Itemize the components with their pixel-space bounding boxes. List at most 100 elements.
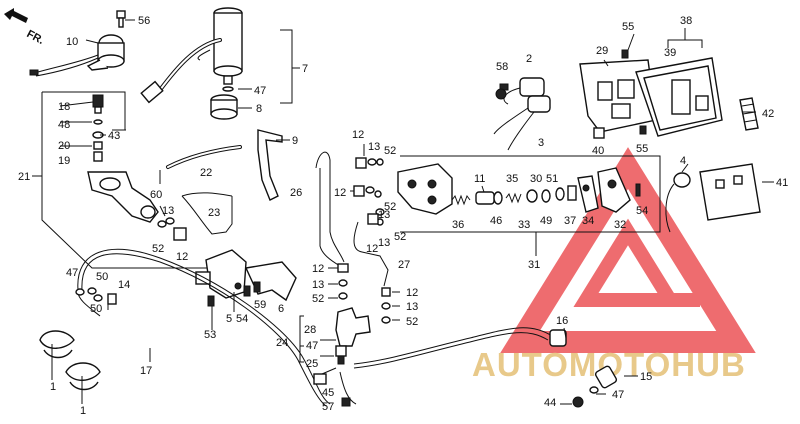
part-50-washer-b — [93, 294, 103, 302]
label-50: 50 — [90, 303, 102, 315]
watermark-logo — [500, 147, 756, 353]
label-15: 15 — [640, 371, 652, 383]
bracket-21 — [41, 92, 222, 269]
part-57-nut — [341, 397, 351, 407]
part-20-piston — [93, 141, 103, 150]
part-16-banjo — [549, 329, 567, 347]
label-52: 52 — [152, 243, 164, 255]
fittings-12-13-52-lower — [337, 263, 391, 324]
label-21: 21 — [18, 171, 30, 183]
label-26: 26 — [290, 187, 302, 199]
label-47: 47 — [254, 85, 266, 97]
label-52: 52 — [312, 293, 324, 305]
label-50: 50 — [96, 271, 108, 283]
label-35: 35 — [506, 173, 518, 185]
part-16-hose — [353, 327, 553, 365]
label-58: 58 — [496, 61, 508, 73]
part-10-relay — [29, 34, 125, 77]
part-4-switch — [665, 172, 691, 233]
part-42-switch-cover — [739, 97, 759, 131]
label-49: 49 — [540, 215, 552, 227]
label-60: 60 — [150, 189, 162, 201]
label-40: 40 — [592, 145, 604, 157]
label-28: 28 — [304, 324, 316, 336]
label-13: 13 — [406, 301, 418, 313]
label-7: 7 — [302, 63, 308, 75]
part-47-oring — [222, 86, 234, 92]
label-46: 46 — [490, 215, 502, 227]
label-47: 47 — [612, 389, 624, 401]
label-59: 59 — [254, 299, 266, 311]
part-3-switch — [493, 95, 551, 151]
label-36: 36 — [452, 219, 464, 231]
part-13-washer-left — [157, 217, 175, 228]
part-47-washer-lower — [589, 386, 599, 394]
label-48: 48 — [58, 119, 70, 131]
part-37-pin — [567, 185, 577, 201]
label-1: 1 — [80, 405, 86, 417]
label-55: 55 — [636, 143, 648, 155]
part-12-bolt-left — [173, 227, 187, 241]
label-39: 39 — [664, 47, 676, 59]
label-38: 38 — [680, 15, 692, 27]
part-33-spring — [505, 192, 522, 204]
part-56-bolt — [116, 10, 126, 28]
label-14: 14 — [118, 279, 130, 291]
label-43: 43 — [108, 130, 120, 142]
label-56: 56 — [138, 15, 150, 27]
bracket-7 — [280, 29, 293, 104]
part-53-screw — [207, 295, 215, 307]
label-20: 20 — [58, 140, 70, 152]
part-58-nut — [495, 88, 507, 100]
label-4: 4 — [680, 155, 686, 167]
front-arrow-icon: FR. — [4, 8, 46, 47]
part-27-pipe — [353, 221, 389, 287]
part-35-piston — [475, 191, 495, 205]
part-30-seal — [526, 189, 538, 203]
part-18-switch — [92, 94, 104, 114]
part-24-joint — [335, 307, 371, 365]
label-52: 52 — [384, 145, 396, 157]
part-36-spring — [451, 194, 471, 206]
label-5: 5 — [226, 313, 232, 325]
label-52: 52 — [394, 231, 406, 243]
label-12: 12 — [312, 263, 324, 275]
label-8: 8 — [256, 103, 262, 115]
svg-text:FR.: FR. — [25, 28, 46, 47]
label-42: 42 — [762, 108, 774, 120]
label-12: 12 — [334, 187, 346, 199]
label-55: 55 — [622, 21, 634, 33]
part-8-cap — [210, 94, 238, 120]
part-50-washer-a — [87, 287, 97, 295]
label-57: 57 — [322, 401, 334, 413]
label-22: 22 — [200, 167, 212, 179]
label-6: 6 — [278, 303, 284, 315]
part-48-washer — [93, 119, 103, 125]
part-46-seal — [493, 191, 503, 205]
label-47: 47 — [66, 267, 78, 279]
label-16: 16 — [556, 315, 568, 327]
label-13: 13 — [312, 279, 324, 291]
label-11: 11 — [474, 173, 485, 185]
label-13: 13 — [378, 237, 390, 249]
part-41-plate — [699, 163, 761, 221]
part-39-cover — [635, 57, 723, 137]
part-17-hose — [77, 248, 331, 405]
label-45: 45 — [322, 387, 334, 399]
label-10: 10 — [66, 36, 78, 48]
label-33: 33 — [518, 219, 530, 231]
label-13: 13 — [162, 205, 174, 217]
label-34: 34 — [582, 215, 594, 227]
label-13: 13 — [378, 209, 390, 221]
label-54: 54 — [236, 313, 248, 325]
label-12: 12 — [352, 129, 364, 141]
part-44-bolt — [572, 396, 584, 408]
part-26-pipe — [315, 151, 345, 263]
part-6-bracket — [244, 261, 297, 302]
part-45-fitting — [313, 373, 327, 385]
part-59-screw — [253, 281, 261, 293]
label-17: 17 — [140, 365, 152, 377]
part-54-screw — [243, 285, 251, 297]
label-9: 9 — [292, 135, 298, 147]
part-1-clamp-b — [65, 362, 101, 391]
